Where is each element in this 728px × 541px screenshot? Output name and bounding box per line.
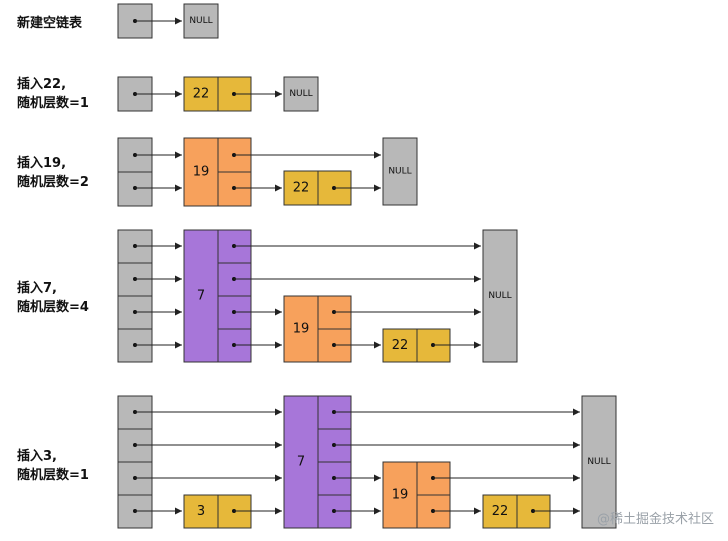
step-label-line1: 新建空链表 <box>17 16 83 31</box>
node-value-7: 7 <box>197 289 205 304</box>
null-label: NULL <box>587 457 610 467</box>
node-value-22: 22 <box>193 87 210 102</box>
step-label-line2: 随机层数=1 <box>17 96 89 111</box>
null-box <box>283 76 319 112</box>
step-label-line1: 插入19, <box>17 156 67 171</box>
null-box <box>183 3 219 39</box>
step-label-line2: 随机层数=2 <box>17 175 89 190</box>
null-box <box>581 395 617 529</box>
null-label: NULL <box>488 291 511 301</box>
node-value-22: 22 <box>293 181 310 196</box>
null-box <box>382 137 418 206</box>
node-value-22: 22 <box>492 504 509 519</box>
step-label-line2: 随机层数=4 <box>17 300 89 315</box>
step-label-insert-19: 插入19, 随机层数=2 <box>17 154 89 192</box>
node-value-19: 19 <box>392 488 409 503</box>
node-value-19: 19 <box>293 322 310 337</box>
step-label-line1: 插入7, <box>17 281 57 296</box>
null-label: NULL <box>189 16 212 26</box>
step-label-line1: 插入22, <box>17 77 67 92</box>
step-label-line1: 插入3, <box>17 449 57 464</box>
null-label: NULL <box>388 167 411 177</box>
node-value-22: 22 <box>392 338 409 353</box>
node-value-19: 19 <box>193 165 210 180</box>
step-label-insert-3: 插入3, 随机层数=1 <box>17 447 89 485</box>
node-value-3: 3 <box>197 504 205 519</box>
step-label-insert-22: 插入22, 随机层数=1 <box>17 75 89 113</box>
null-label: NULL <box>289 89 312 99</box>
node-value-7: 7 <box>297 455 305 470</box>
watermark: @稀土掘金技术社区 <box>596 512 714 527</box>
null-box <box>482 229 518 363</box>
step-label-insert-7: 插入7, 随机层数=4 <box>17 279 89 317</box>
step-label-empty-list: 新建空链表 <box>17 14 82 33</box>
step-label-line2: 随机层数=1 <box>17 468 89 483</box>
